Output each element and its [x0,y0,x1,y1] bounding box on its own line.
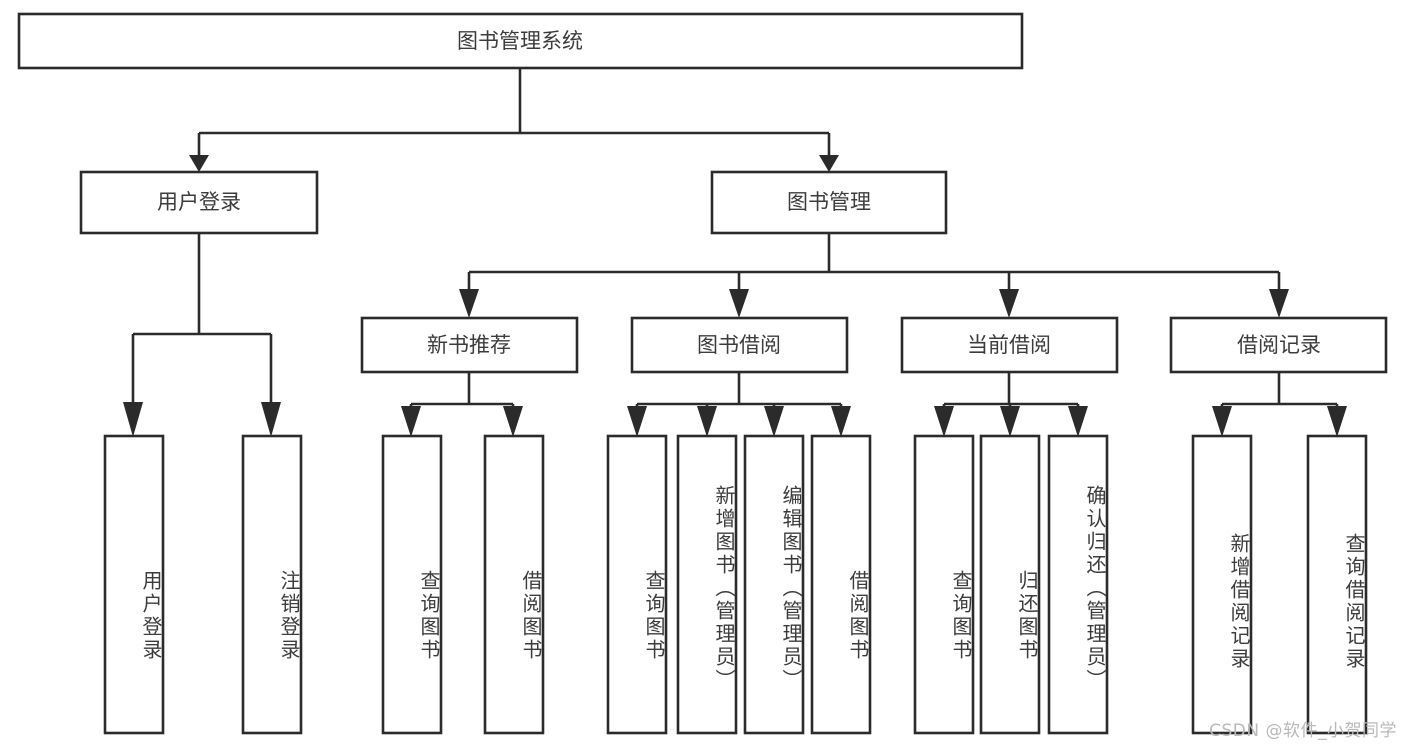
arrow-head-bb-leaf-3 [764,406,784,437]
node-book-management-box[interactable] [710,170,948,235]
arrow-head-borrow-record [1269,289,1289,318]
node-book-borrow[interactable]: 图书借阅 [630,316,849,374]
leaf-boxes-group [103,434,1368,735]
leaf-box-bb-edit-book-admin[interactable] [743,434,805,735]
node-book-borrow-label: 图书借阅 [697,333,781,357]
arrow-head-new-book [459,289,479,318]
arrow-head-leaf-user-login [123,402,143,437]
node-root-label: 图书管理系统 [457,29,583,53]
leaf-box-bb-borrow-book[interactable] [810,434,872,735]
arrow-head-nb-leaf-1 [401,406,421,437]
leaf-box-bb-add-book-admin[interactable] [676,434,738,735]
leaf-box-cb-return-book[interactable] [979,434,1041,735]
node-user-login[interactable]: 用户登录 [79,170,319,235]
node-borrow-record[interactable]: 借阅记录 [1169,316,1388,374]
node-user-login-box[interactable] [79,170,319,235]
arrow-head-user-login [189,155,209,172]
arrow-head-br-leaf-1 [1212,406,1232,437]
arrow-head-bb-leaf-2 [697,406,717,437]
node-current-borrow-box[interactable] [900,316,1119,374]
arrow-head-cb-leaf-2 [1000,406,1020,437]
leaf-box-cb-confirm-return-admin[interactable] [1047,434,1109,735]
arrow-head-current-borrow [999,289,1019,318]
csdn-watermark: CSDN @软件_小贺同学 [1209,721,1397,741]
leaf-box-logout[interactable] [241,434,303,735]
node-borrow-record-label: 借阅记录 [1237,333,1321,357]
arrow-head-bb-leaf-1 [627,406,647,437]
node-current-borrow[interactable]: 当前借阅 [900,316,1119,374]
leaf-box-cb-query-book[interactable] [913,434,975,735]
leaf-box-br-query-record[interactable] [1306,434,1368,735]
arrow-head-cb-leaf-1 [934,406,954,437]
leaf-box-user-login[interactable] [103,434,165,735]
leaf-box-bb-query-book[interactable] [606,434,668,735]
arrow-head-nb-leaf-2 [503,406,523,437]
leaf-box-nb-query-book[interactable] [381,434,443,735]
arrow-head-book-borrow [729,289,749,318]
arrow-head-bb-leaf-4 [831,406,851,437]
edges-group [123,68,1347,437]
leaf-box-br-add-record[interactable] [1191,434,1253,735]
node-root-box[interactable] [17,12,1024,70]
node-new-book-recommend-box[interactable] [360,316,579,374]
node-root-book-management-system[interactable]: 图书管理系统 [17,12,1024,70]
leaf-box-nb-borrow-book[interactable] [483,434,545,735]
node-new-book-recommend-label: 新书推荐 [427,333,511,357]
node-book-borrow-box[interactable] [630,316,849,374]
node-book-management-label: 图书管理 [787,190,871,214]
arrow-head-cb-leaf-3 [1068,406,1088,437]
node-borrow-record-box[interactable] [1169,316,1388,374]
node-book-management[interactable]: 图书管理 [710,170,948,235]
arrow-head-book-manage [819,155,839,172]
node-new-book-recommend[interactable]: 新书推荐 [360,316,579,374]
arrow-head-br-leaf-2 [1327,406,1347,437]
arrow-head-leaf-logout [261,402,281,437]
node-current-borrow-label: 当前借阅 [967,333,1051,357]
node-user-login-label: 用户登录 [157,190,241,214]
